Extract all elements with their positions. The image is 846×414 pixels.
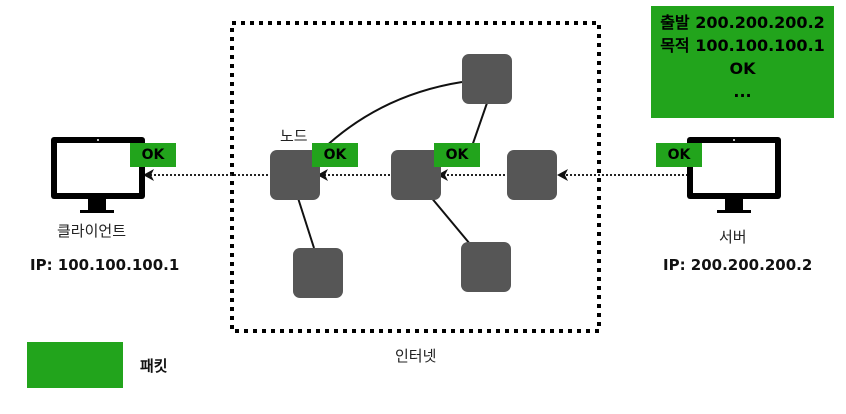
server-label: 서버: [719, 228, 747, 246]
node-right: [507, 150, 557, 200]
link-node1-top: [321, 81, 463, 151]
packet-at-client: OK: [130, 143, 176, 167]
node-label: 노드: [280, 127, 308, 145]
packet-at-node-middle: OK: [434, 143, 480, 167]
client-ip: IP: 100.100.100.1: [30, 256, 180, 274]
packet-destination: 목적 100.100.100.1: [660, 36, 825, 55]
node-left: [270, 150, 320, 200]
packet-source: 출발 200.200.200.2: [660, 13, 825, 32]
node-bottom-right: [461, 242, 511, 292]
internet-label: 인터넷: [395, 347, 437, 365]
internet-boundary: [230, 21, 601, 333]
link-node1-bottom: [297, 197, 315, 249]
packet-more: ...: [733, 82, 752, 101]
arrow-heads: [143, 169, 568, 181]
server-ip: IP: 200.200.200.2: [663, 256, 813, 274]
packet-at-node-left: OK: [312, 143, 358, 167]
client-monitor-icon: [51, 137, 145, 213]
client-label: 클라이언트: [57, 222, 127, 240]
packet-info-box: 출발 200.200.200.2 목적 100.100.100.1 OK ...: [651, 6, 834, 118]
legend-label: 패킷: [140, 357, 168, 375]
packet-at-server: OK: [656, 143, 702, 167]
server-monitor-icon: [687, 137, 781, 213]
link-mid-bottom: [429, 195, 471, 245]
node-top: [462, 54, 512, 104]
node-bottom-left: [293, 248, 343, 298]
packet-payload: OK: [729, 59, 756, 78]
node-middle: [391, 150, 441, 200]
legend-swatch: [27, 342, 123, 388]
